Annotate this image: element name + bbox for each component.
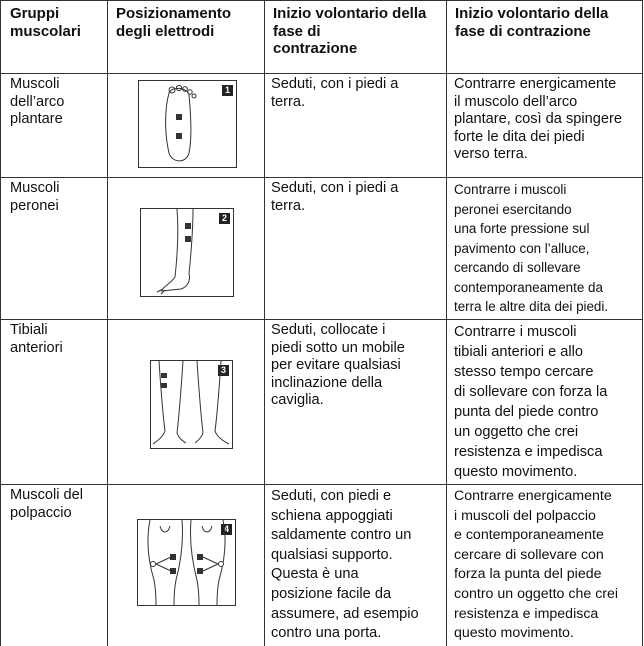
row-divider xyxy=(0,484,642,485)
row-divider xyxy=(0,177,642,178)
figure-number-badge: 4 xyxy=(221,524,232,535)
row-divider xyxy=(0,73,642,74)
electrode xyxy=(161,373,167,378)
figure-2-lower-leg-side: 2 xyxy=(140,208,234,297)
lower-leg-illustration xyxy=(156,209,194,295)
legs-front-illustration xyxy=(152,361,230,445)
table-border-top xyxy=(0,0,642,1)
figure-number-badge: 2 xyxy=(219,213,230,224)
electrode xyxy=(170,568,176,574)
figure-3-legs-front: 3 xyxy=(150,360,233,449)
column-divider xyxy=(446,0,447,646)
figure-number-badge: 3 xyxy=(218,365,229,376)
column-divider xyxy=(107,0,108,646)
electrode xyxy=(185,223,191,229)
foot-sole-illustration xyxy=(165,84,197,162)
column-divider xyxy=(264,0,265,646)
table-border-right xyxy=(642,0,643,646)
electrode xyxy=(170,554,176,560)
electrode xyxy=(197,568,203,574)
figure-1-foot-sole: 1 xyxy=(138,80,237,168)
electrode xyxy=(161,383,167,388)
row-divider xyxy=(0,319,642,320)
figure-number-badge: 1 xyxy=(222,85,233,96)
calves-back-illustration xyxy=(147,520,226,605)
electrode xyxy=(185,236,191,242)
electrode xyxy=(197,554,203,560)
table-border-left xyxy=(0,0,1,646)
electrode xyxy=(176,114,182,120)
figure-4-calves-back: 4 xyxy=(137,519,236,606)
electrode xyxy=(176,133,182,139)
